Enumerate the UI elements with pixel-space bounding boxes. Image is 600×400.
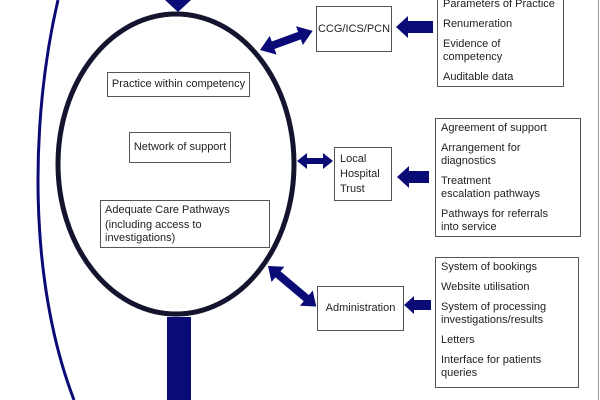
pathways-line2: (including access to investigations)	[105, 219, 202, 244]
bottom-stem	[167, 317, 191, 400]
practice-within-competency-box: Practice within competency	[107, 72, 250, 97]
hospital-box: Local Hospital Trust	[334, 147, 392, 201]
top-arrowhead	[165, 0, 191, 12]
list-item: Treatment escalation pathways	[441, 175, 541, 200]
list-item: Interface for patients queries	[441, 354, 542, 379]
right-border	[598, 0, 599, 400]
list-item: System of processing investigations/resu…	[441, 301, 547, 326]
hospital-line2: Hospital	[340, 168, 380, 180]
list-item: Renumeration	[443, 18, 513, 30]
left-curve-arrow	[36, 0, 76, 400]
hospital-line1: Local	[340, 153, 367, 165]
list-item: Parameters of Practice	[443, 0, 555, 10]
admin-list-arrow	[404, 296, 431, 314]
admin-double-arrow	[268, 266, 317, 307]
list-item: Agreement of support	[441, 122, 547, 134]
ccg-box: CCG/ICS/PCN	[316, 6, 392, 52]
hospital-list-arrow	[397, 166, 429, 188]
list-item: Letters	[441, 334, 475, 346]
network-of-support-box: Network of support	[129, 132, 231, 163]
pathways-line1: Adequate Care Pathways	[105, 204, 230, 216]
list-item: Auditable data	[443, 71, 514, 83]
network-label: Network of support	[133, 141, 227, 153]
hospital-double-arrow	[297, 153, 333, 169]
ccg-requirements-list: Parameters of Practice Renumeration Evid…	[437, 0, 564, 87]
ccg-list-arrow	[396, 16, 433, 38]
central-ellipse	[55, 11, 297, 317]
list-item: Evidence of competency	[443, 38, 503, 63]
administration-box: Administration	[317, 286, 404, 331]
hospital-line3: Trust	[340, 183, 365, 195]
care-pathways-box: Adequate Care Pathways (including access…	[100, 200, 270, 248]
ccg-double-arrow	[260, 26, 313, 55]
list-item: System of bookings	[441, 261, 537, 273]
ccg-label: CCG/ICS/PCN	[317, 22, 391, 35]
hospital-requirements-list: Agreement of support Arrangement for dia…	[435, 118, 581, 237]
admin-requirements-list: System of bookings Website utilisation S…	[435, 257, 579, 388]
list-item: Pathways for referrals into service	[441, 208, 548, 233]
list-item: Arrangement for diagnostics	[441, 142, 521, 167]
practice-label: Practice within competency	[111, 78, 246, 90]
admin-label: Administration	[325, 302, 396, 314]
list-item: Website utilisation	[441, 281, 530, 293]
